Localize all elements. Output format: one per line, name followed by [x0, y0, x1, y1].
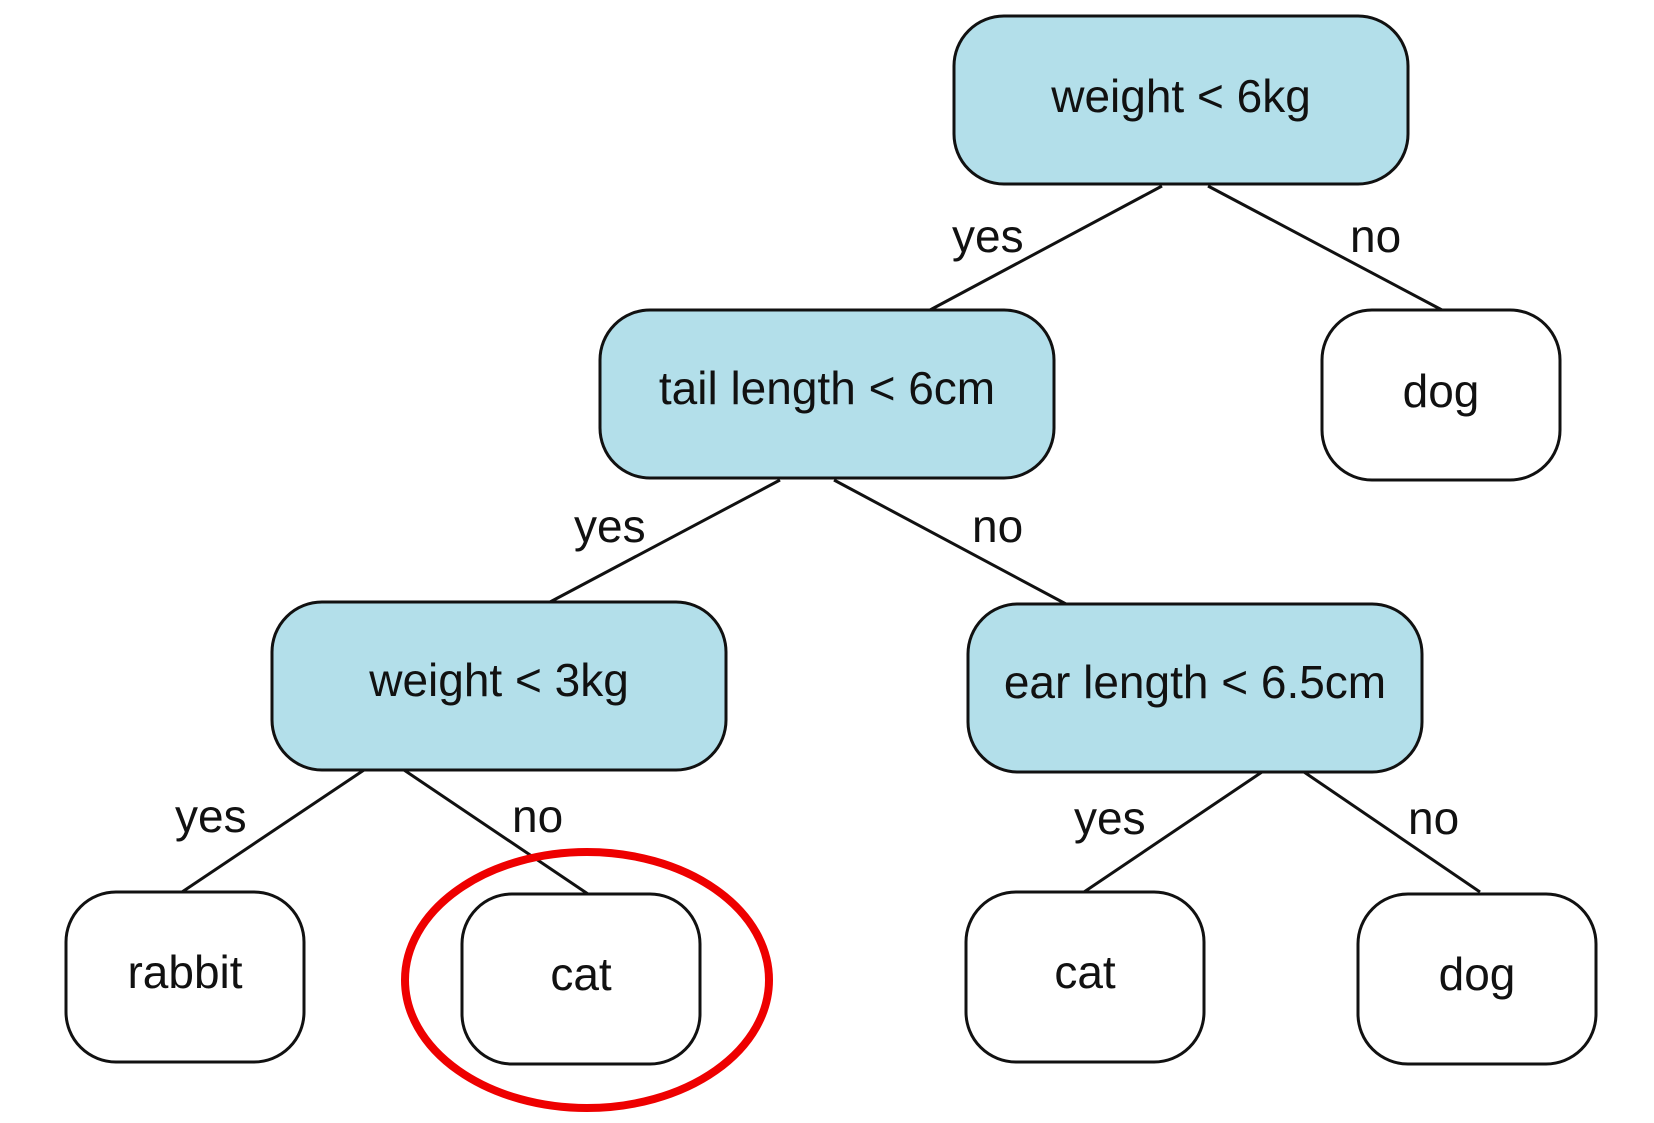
node-root-label: weight < 6kg — [1050, 70, 1311, 122]
edge-ear-to-dog-bottom — [1303, 770, 1481, 894]
node-weight-3kg-label: weight < 3kg — [368, 654, 629, 706]
node-root: weight < 6kg — [952, 14, 1410, 186]
edge-ear-to-cat-right — [1083, 770, 1263, 894]
node-root-box — [952, 14, 1410, 186]
leaf-cat-right-label: cat — [1054, 946, 1116, 998]
edge-root-to-tail — [929, 184, 1163, 312]
leaf-cat-left: cat — [460, 892, 702, 1066]
edge-label-weight3-yes: yes — [175, 790, 247, 842]
highlight-ellipse — [401, 848, 773, 1112]
leaf-cat-right: cat — [964, 890, 1206, 1064]
edges — [181, 184, 1481, 896]
edge-label-tail-no: no — [972, 500, 1023, 552]
edge-label-weight3-no: no — [512, 790, 563, 842]
edge-tail-to-ear — [833, 478, 1067, 606]
node-weight-3kg-box — [270, 600, 728, 772]
edge-label-root-yes: yes — [952, 210, 1024, 262]
leaf-dog-top: dog — [1320, 308, 1562, 482]
leaf-dog-top-label: dog — [1403, 365, 1480, 417]
node-tail-length-label: tail length < 6cm — [659, 362, 995, 414]
leaf-rabbit-box — [64, 890, 306, 1064]
leaf-dog-top-box — [1320, 308, 1562, 482]
node-tail-length-box — [598, 308, 1056, 480]
edge-labels: yes no yes no yes no yes no — [175, 210, 1459, 844]
edge-root-to-dog-top — [1207, 184, 1443, 312]
edge-tail-to-weight3 — [549, 478, 781, 604]
leaf-cat-left-label: cat — [550, 948, 612, 1000]
node-weight-3kg: weight < 3kg — [270, 600, 728, 772]
node-ear-length: ear length < 6.5cm — [966, 602, 1424, 774]
node-tail-length: tail length < 6cm — [598, 308, 1056, 480]
edge-weight3-to-cat-left — [403, 768, 589, 896]
leaf-dog-bottom-box — [1356, 892, 1598, 1066]
leaf-cat-left-box — [460, 892, 702, 1066]
edge-label-tail-yes: yes — [574, 500, 646, 552]
edge-label-root-no: no — [1350, 210, 1401, 262]
leaf-dog-bottom-label: dog — [1439, 948, 1516, 1000]
leaf-cat-right-box — [964, 890, 1206, 1064]
node-ear-length-box — [966, 602, 1424, 774]
edge-label-ear-no: no — [1408, 792, 1459, 844]
node-ear-length-label: ear length < 6.5cm — [1004, 656, 1386, 708]
leaf-dog-bottom: dog — [1356, 892, 1598, 1066]
edge-weight3-to-rabbit — [181, 768, 365, 894]
leaf-rabbit-label: rabbit — [127, 946, 242, 998]
leaf-rabbit: rabbit — [64, 890, 306, 1064]
edge-label-ear-yes: yes — [1074, 792, 1146, 844]
